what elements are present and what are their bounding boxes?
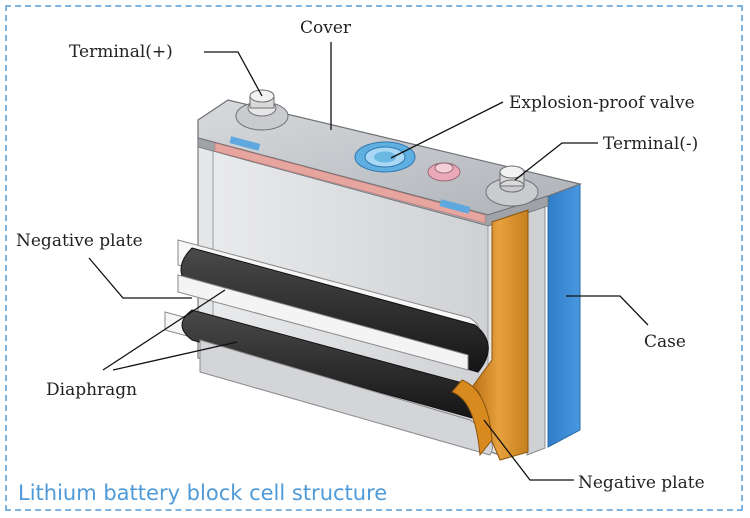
label-terminal-negative: Terminal(-) — [603, 134, 698, 154]
label-terminal-positive: Terminal(+) — [69, 42, 173, 62]
label-explosion-proof-valve: Explosion-proof valve — [509, 93, 695, 113]
leader-valve — [390, 101, 504, 159]
label-negative-plate-bottom: Negative plate — [578, 473, 705, 493]
leader-negative-plate-bottom — [483, 419, 574, 481]
explosion-proof-valve — [354, 141, 416, 173]
negative-terminal — [485, 165, 539, 207]
leader-lines — [88, 42, 649, 481]
case-side-blue — [547, 183, 581, 448]
positive-terminal — [235, 89, 289, 131]
fill-port — [427, 162, 461, 182]
leader-case — [566, 295, 649, 326]
dashed-frame — [5, 5, 743, 511]
electrode-roll — [164, 239, 493, 457]
label-case: Case — [644, 332, 686, 352]
leader-diaphragm-2 — [112, 341, 238, 371]
label-cover: Cover — [300, 18, 352, 38]
label-negative-plate-left: Negative plate — [16, 231, 143, 251]
leader-diaphragm-1 — [102, 289, 226, 371]
leader-terminal-neg — [514, 142, 598, 181]
copper-tab — [469, 209, 529, 461]
label-diaphragm: Diaphragn — [46, 380, 137, 400]
caption: Lithium battery block cell structure — [18, 481, 387, 505]
leader-terminal-pos — [204, 51, 263, 97]
leader-negative-plate-left — [88, 257, 192, 299]
